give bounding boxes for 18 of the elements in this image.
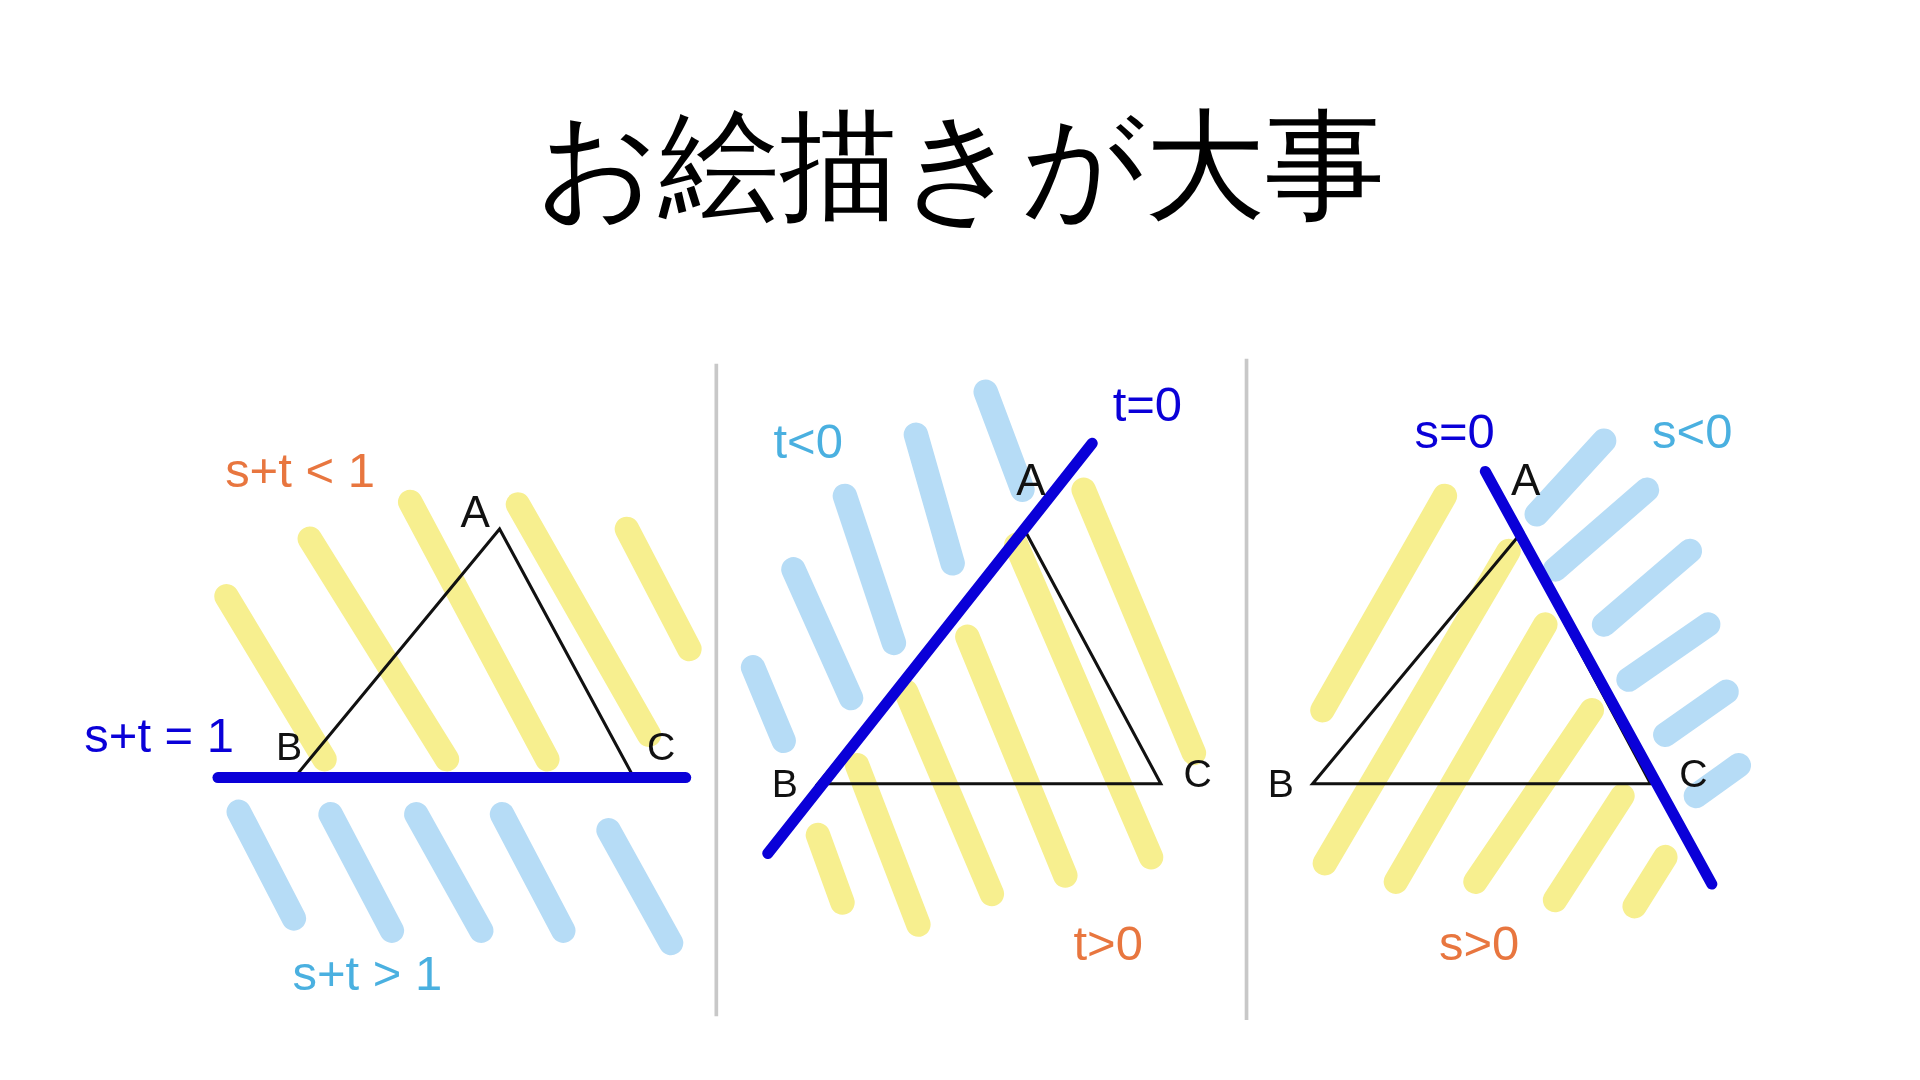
vertex-label: A xyxy=(1016,457,1046,503)
line-label: s=0 xyxy=(1414,406,1495,456)
vertex-label: B xyxy=(1267,764,1294,804)
region-label: s<0 xyxy=(1652,406,1733,456)
vertex-label: A xyxy=(1511,457,1541,503)
vertex-label: C xyxy=(1679,754,1708,794)
vertex-label: C xyxy=(1183,754,1212,794)
vertex-label: B xyxy=(275,727,303,767)
region-label: s+t < 1 xyxy=(225,445,375,495)
line-label: t=0 xyxy=(1112,379,1183,429)
vertex-label: B xyxy=(771,764,798,804)
region-label: s+t > 1 xyxy=(292,949,443,998)
region-label: t>0 xyxy=(1073,918,1143,968)
vertex-label: C xyxy=(647,727,676,767)
line-label: s+t = 1 xyxy=(84,710,235,760)
region-label: t<0 xyxy=(773,416,843,466)
region-label: s>0 xyxy=(1439,918,1520,968)
vertex-label: A xyxy=(460,489,490,534)
